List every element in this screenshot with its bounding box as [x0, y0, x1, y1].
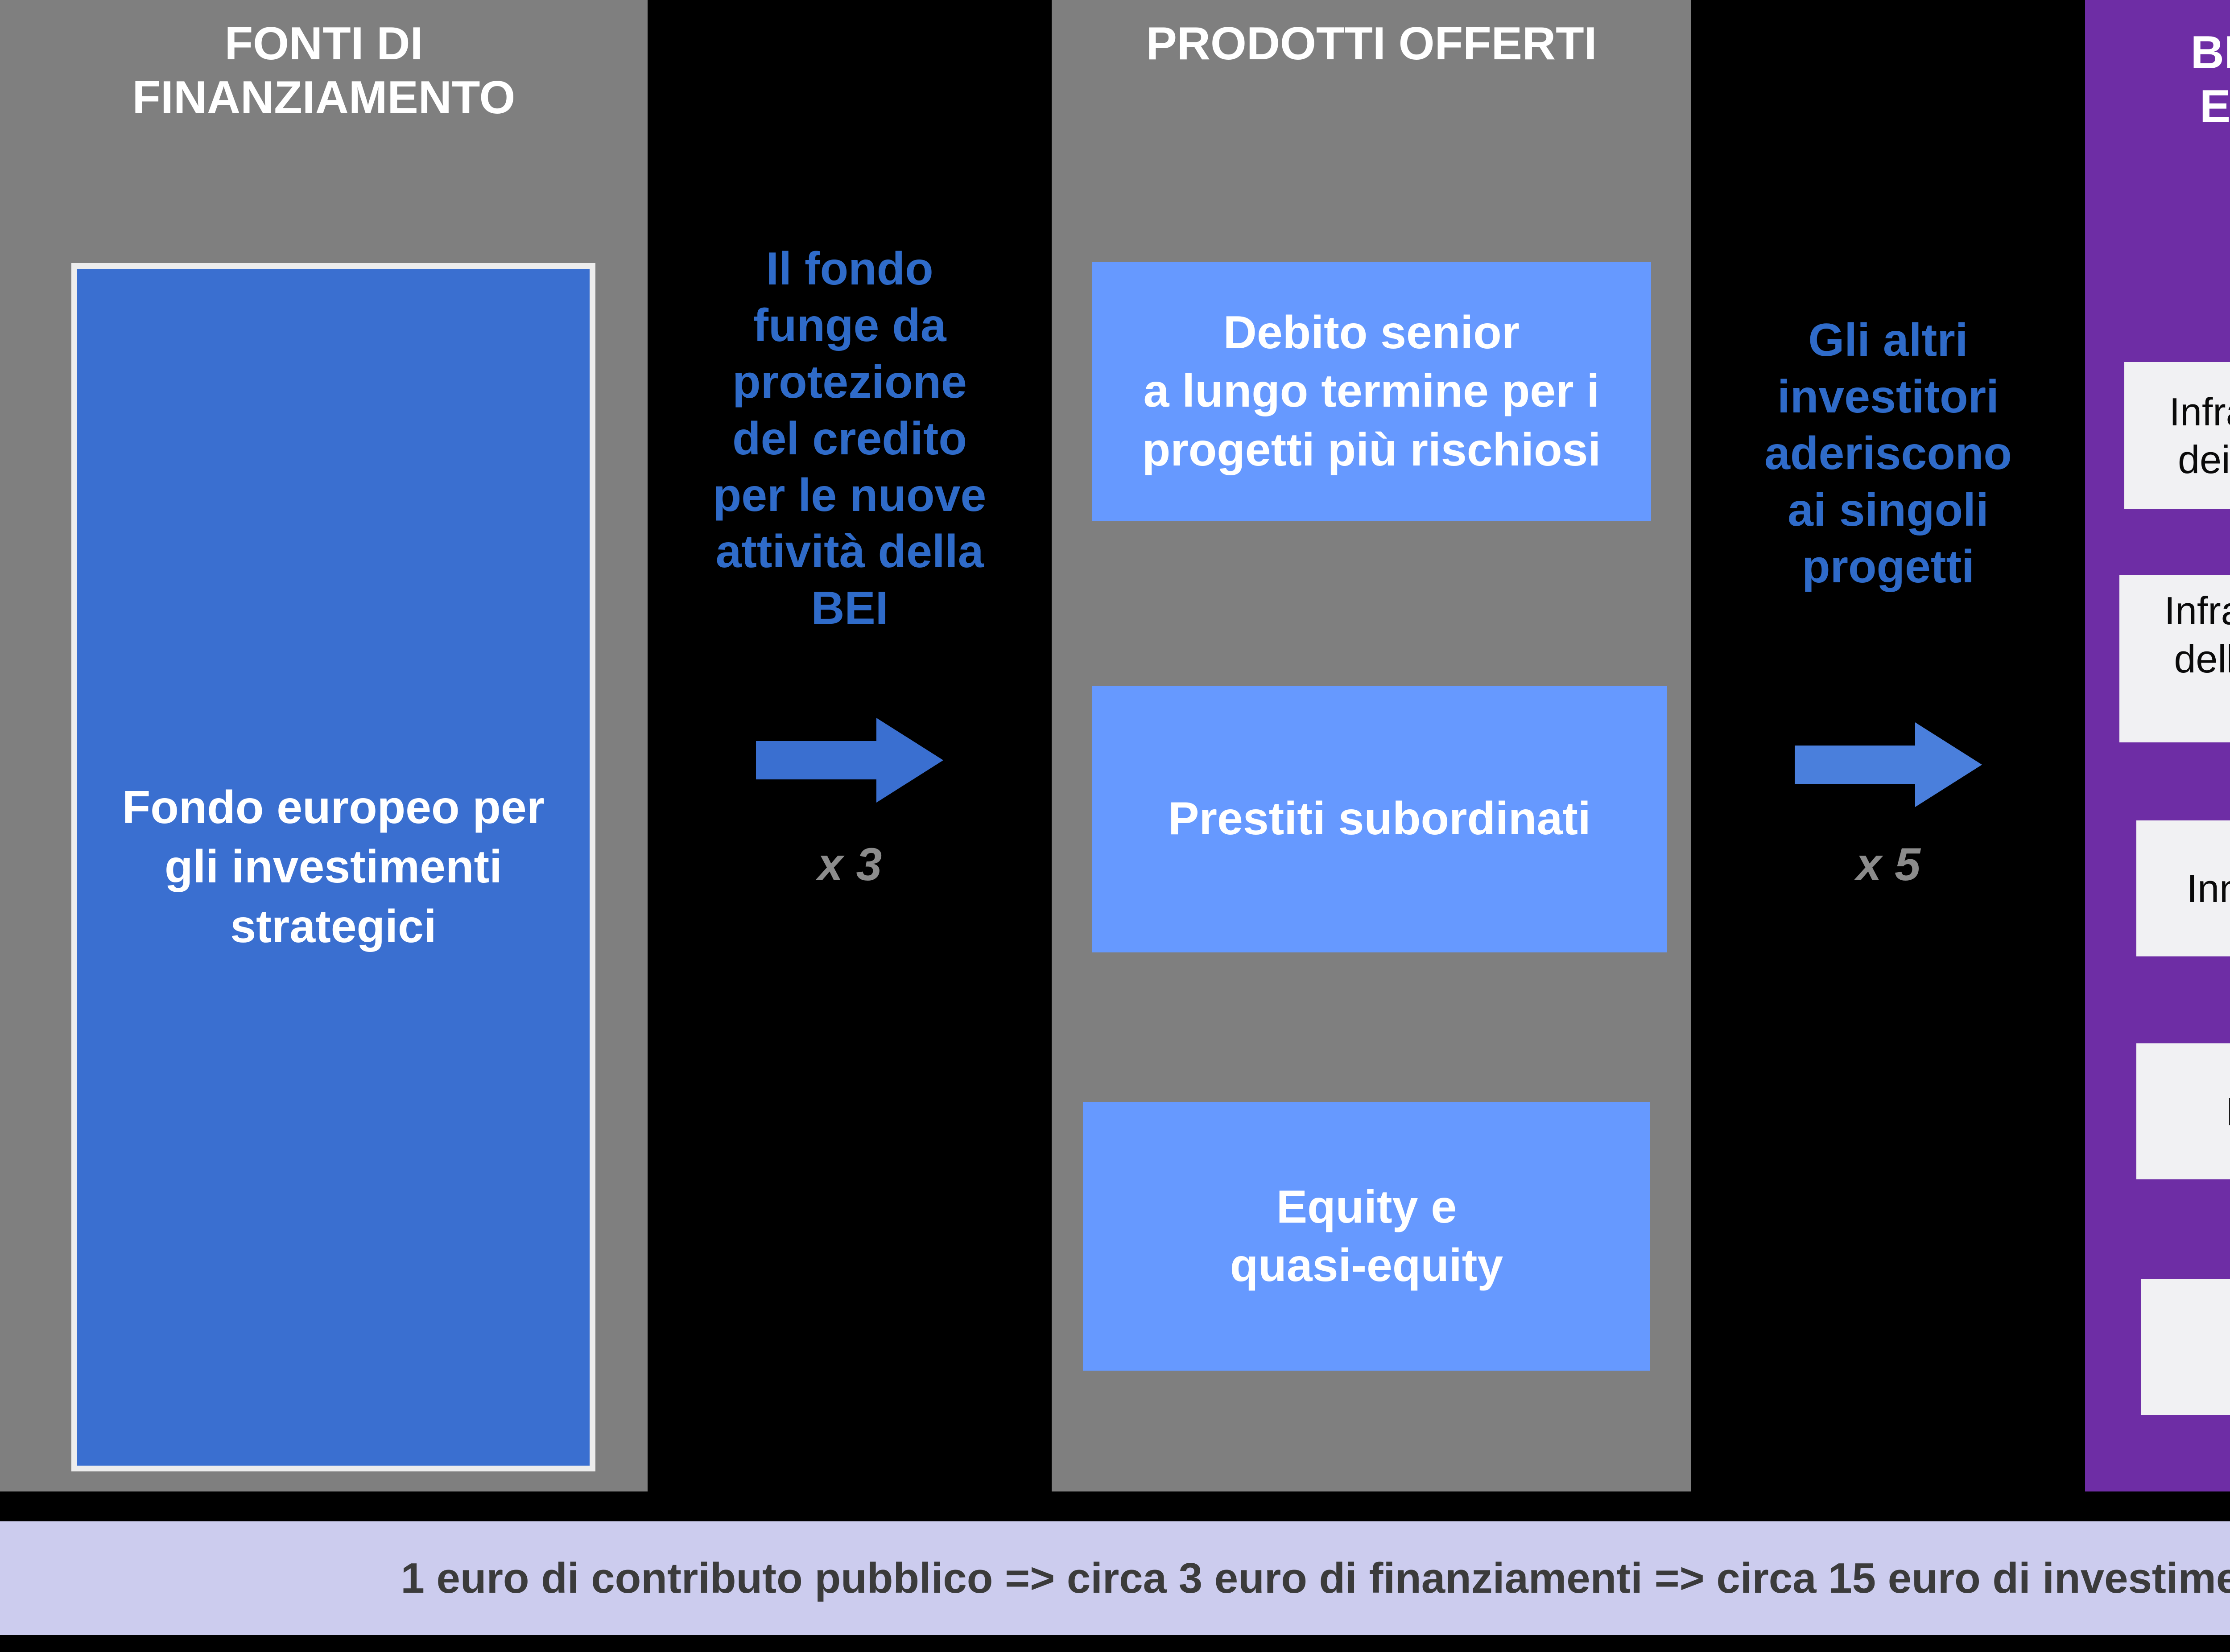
- product-box-senior-debt: Debito senior a lungo termine per i prog…: [1092, 262, 1651, 521]
- beneficiaries-panel-title: BENEFICIARI FINALI E ESEMPI DI PROGETTI: [2190, 27, 2230, 132]
- beneficiaries-panel: BENEFICIARI FINALI E ESEMPI DI PROGETTI: [2085, 0, 2230, 1491]
- arrow-right-icon: [1794, 722, 1982, 807]
- beneficiary-box-innovation-label: Innovazione: [2186, 866, 2230, 910]
- beneficiary-box-transport-infrastructure: Infrastrutture dei trasporti: [2124, 362, 2230, 509]
- beneficiary-box-broadband-infrastructure: Infrastrutture della banda larga: [2119, 575, 2230, 742]
- connector-2-arrow-wrap: [1691, 722, 2085, 807]
- connector-1-multiplier: x 3: [817, 839, 882, 890]
- beneficiary-box-broadband-infrastructure-label: Infrastrutture della banda larga: [2164, 589, 2230, 681]
- connector-2: Gli altri investitori aderiscono ai sing…: [1691, 0, 2085, 1491]
- footer-banner: 1 euro di contributo pubblico => circa 3…: [0, 1521, 2230, 1635]
- product-box-equity-label: Equity e quasi-equity: [1230, 1181, 1503, 1291]
- beneficiary-box-other-projects: Altri progetti: [2141, 1279, 2230, 1415]
- fund-box: Fondo europeo per gli investimenti strat…: [71, 263, 595, 1471]
- arrow-right-icon: [756, 718, 943, 803]
- products-panel-title: PRODOTTI OFFERTI: [1146, 18, 1597, 70]
- product-box-equity: Equity e quasi-equity: [1083, 1102, 1650, 1371]
- product-box-subordinated-loans-label: Prestiti subordinati: [1168, 793, 1591, 845]
- connector-1: Il fondo funge da protezione del credito…: [648, 0, 1052, 1491]
- beneficiary-box-transport-infrastructure-label: Infrastrutture dei trasporti: [2169, 389, 2230, 482]
- beneficiary-box-innovation: Innovazione: [2136, 820, 2230, 956]
- connector-1-text: Il fondo funge da protezione del credito…: [713, 243, 987, 634]
- sources-panel-title: FONTI DI FINANZIAMENTO: [132, 18, 516, 124]
- connector-1-arrow-wrap: [648, 718, 1052, 803]
- beneficiary-box-research-label: Ricerca: [2144, 1088, 2230, 1135]
- connector-2-text: Gli altri investitori aderiscono ai sing…: [1764, 314, 2012, 593]
- sources-panel: FONTI DI FINANZIAMENTO Fondo europeo per…: [0, 0, 648, 1491]
- beneficiary-box-other-projects-label: Altri progetti: [2149, 1299, 2230, 1395]
- footer-banner-text: 1 euro di contributo pubblico => circa 3…: [401, 1554, 2230, 1602]
- product-box-subordinated-loans: Prestiti subordinati: [1092, 686, 1667, 952]
- product-box-senior-debt-label: Debito senior a lungo termine per i prog…: [1142, 307, 1601, 476]
- beneficiary-box-research: Ricerca: [2136, 1043, 2230, 1179]
- fund-box-label: Fondo europeo per gli investimenti strat…: [122, 782, 545, 952]
- connector-2-multiplier: x 5: [1856, 839, 1920, 890]
